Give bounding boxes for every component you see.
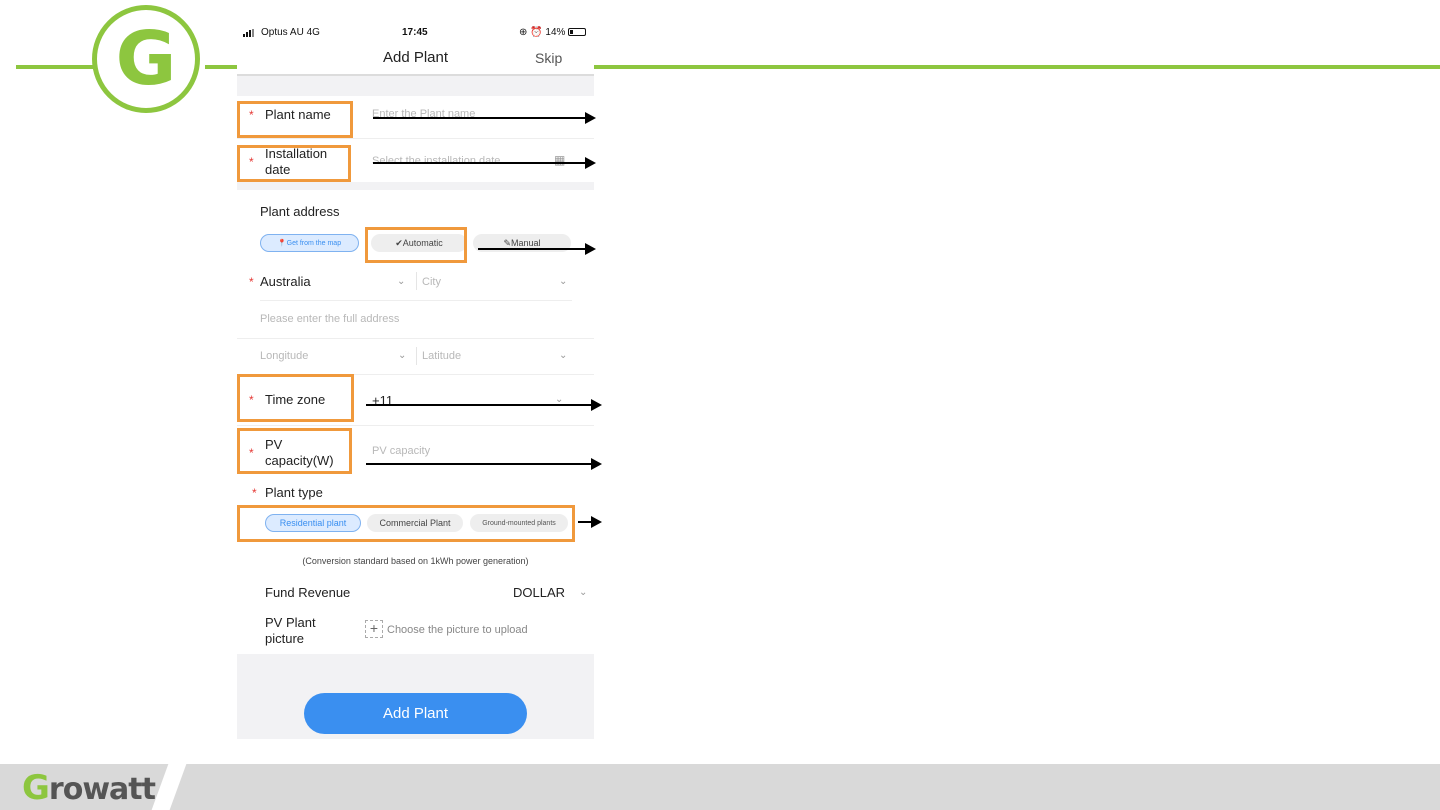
section-grey-band (237, 182, 594, 190)
growatt-logo-g: G (22, 768, 50, 808)
battery-icon (568, 28, 586, 36)
chevron-down-icon: ⌄ (398, 350, 407, 361)
header-green-line-right (205, 65, 1440, 69)
manual-label: Manual (511, 238, 541, 248)
arrow-pv-capacity (366, 458, 602, 470)
row-separator (237, 138, 594, 139)
full-address-input[interactable]: Please enter the full address (260, 313, 400, 325)
plant-type-commercial[interactable]: Commercial Plant (367, 514, 463, 532)
check-circle-icon: ✔ (395, 237, 403, 248)
conversion-note: (Conversion standard based on 1kWh power… (302, 556, 529, 566)
field-divider (416, 347, 417, 365)
arrow-plant-type (578, 516, 602, 528)
location-icon: ⊕ (519, 27, 528, 38)
footer-bar (0, 764, 1440, 810)
g-logo-letter: G (115, 16, 177, 102)
country-select[interactable]: Australia (260, 274, 311, 289)
status-icons: ⊕ ⏰ 14% (519, 27, 565, 38)
plant-type-residential[interactable]: Residential plant (265, 514, 361, 532)
time-zone-select[interactable]: +11 (372, 393, 394, 408)
installation-date-input[interactable]: Select the installation date (372, 155, 501, 167)
get-from-map-label: Get from the map (286, 239, 342, 247)
top-grey-band (237, 76, 594, 96)
installation-date-label-line1: Installation (265, 146, 328, 161)
upload-plus-icon[interactable]: + (365, 620, 383, 638)
latitude-select[interactable]: Latitude (422, 350, 462, 362)
longitude-select[interactable]: Longitude (260, 350, 309, 362)
pencil-icon: ✎ (503, 237, 511, 248)
chevron-down-icon: ⌄ (559, 276, 568, 287)
map-pin-icon: 📍 (277, 240, 287, 247)
row-separator (237, 338, 594, 339)
get-from-map-button[interactable]: 📍Get from the map (260, 234, 359, 252)
plant-type-ground-mounted[interactable]: Ground-mounted plants (470, 514, 568, 532)
carrier-text: Optus AU 4G (261, 27, 320, 38)
arrow-plant-name (373, 112, 596, 124)
plant-name-label: Plant name (265, 107, 331, 122)
picture-label-line1: PV Plant (265, 615, 316, 630)
pv-capacity-label-line2: capacity(W) (265, 453, 334, 468)
pv-capacity-label-line1: PV (265, 437, 283, 452)
required-mark: * (249, 393, 254, 407)
alarm-icon: ⏰ (530, 27, 543, 38)
add-plant-button[interactable]: Add Plant (304, 693, 527, 734)
highlight-plant-name (237, 101, 353, 138)
footer-logo-box (0, 764, 166, 810)
chevron-down-icon: ⌄ (397, 276, 406, 287)
time-zone-label: Time zone (265, 392, 326, 407)
status-bar: Optus AU 4G 17:45 ⊕ ⏰ 14% (237, 26, 594, 40)
required-mark: * (249, 108, 254, 122)
calendar-icon[interactable]: ▦ (554, 153, 566, 167)
highlight-plant-type (237, 505, 575, 542)
header-green-line-left (16, 65, 96, 69)
highlight-pv-capacity (237, 428, 352, 474)
status-time: 17:45 (402, 27, 428, 38)
growatt-logo-text: rowatt (48, 772, 156, 807)
highlight-installation-date (237, 145, 351, 182)
installation-date-label-line2: date (265, 162, 291, 177)
fund-revenue-label: Fund Revenue (265, 585, 351, 600)
arrow-installation-date (373, 157, 596, 169)
phone-screenshot: Optus AU 4G 17:45 ⊕ ⏰ 14% Add Plant Skip… (237, 22, 594, 739)
picture-label-line2: picture (265, 631, 305, 646)
chevron-down-icon: ⌄ (579, 587, 588, 598)
required-mark: * (249, 275, 254, 289)
plant-type-label: Plant type (265, 485, 323, 500)
growatt-logo: Growatt (22, 768, 156, 808)
signal-icon (243, 29, 257, 37)
required-mark: * (252, 486, 257, 500)
fund-revenue-select[interactable]: DOLLAR (513, 585, 566, 600)
automatic-button[interactable]: ✔Automatic (371, 234, 467, 252)
row-separator (237, 374, 594, 375)
page-title: Add Plant (382, 49, 449, 66)
highlight-time-zone (237, 374, 354, 422)
row-separator (260, 300, 572, 301)
chevron-down-icon: ⌄ (555, 394, 564, 405)
battery-text: 14% (545, 27, 566, 38)
required-mark: * (249, 155, 254, 169)
manual-button[interactable]: ✎Manual (473, 234, 571, 252)
field-divider (416, 272, 417, 290)
row-separator (237, 425, 594, 426)
nav-separator (237, 74, 594, 76)
pv-capacity-input[interactable]: PV capacity (372, 445, 431, 457)
arrow-time-zone (366, 399, 602, 411)
chevron-down-icon: ⌄ (559, 350, 568, 361)
automatic-label: Automatic (402, 238, 443, 248)
highlight-automatic (365, 227, 467, 263)
required-mark: * (249, 446, 254, 460)
plant-address-label: Plant address (260, 204, 340, 219)
upload-picture-text[interactable]: Choose the picture to upload (387, 624, 528, 636)
city-select[interactable]: City (422, 276, 441, 288)
arrow-manual (478, 243, 596, 255)
growatt-g-logo: G (92, 5, 200, 113)
skip-button[interactable]: Skip (535, 50, 563, 66)
